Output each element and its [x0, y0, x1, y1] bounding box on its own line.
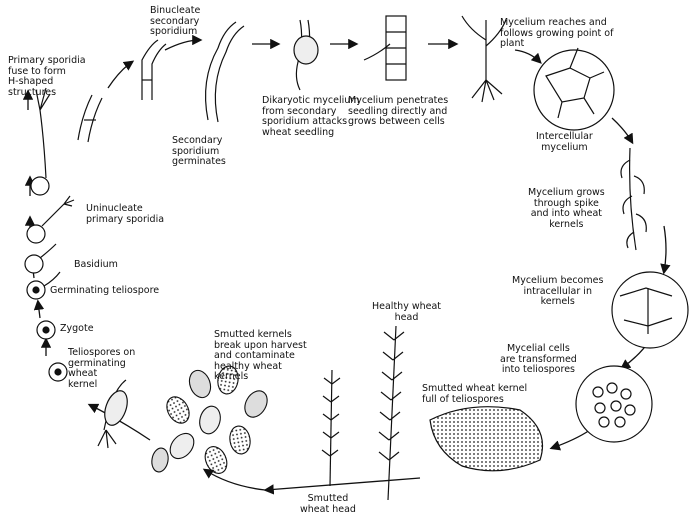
- spore-stages: [24, 87, 75, 382]
- primary-sporidia-spore: [26, 224, 46, 244]
- label-mycelium-grows: Mycelium grows through spike and into wh…: [528, 187, 605, 230]
- contaminated-kernels: [151, 365, 268, 474]
- teliospore-formation-cell: [575, 365, 653, 443]
- arrow-to-smutted-head: [263, 477, 421, 495]
- arrow-hshape-to-binucleate: [107, 60, 135, 89]
- label-binucleate-secondary-sporidium: Binucleate secondary sporidium: [150, 5, 201, 37]
- h-shaped-structures: [77, 94, 103, 143]
- label-smutted-kernel-full: Smutted wheat kernel full of teliospores: [422, 383, 528, 405]
- hshape-spore: [30, 176, 50, 196]
- label-teliospores-on-kernel: Teliospores on germinating wheat kernel: [68, 347, 136, 390]
- secondary-sporidium: [204, 21, 245, 123]
- label-mycelium-reaches: Mycelium reaches and follows growing poi…: [500, 17, 614, 49]
- dikaryotic-seedling: [293, 19, 319, 91]
- label-dikaryotic-mycelium: Dikaryotic mycelium from secondary spori…: [262, 95, 360, 138]
- basidium-spore: [24, 254, 44, 274]
- label-mycelium-intracellular: Mycelium becomes intracellular in kernel…: [512, 275, 604, 307]
- healthy-wheat-head: [378, 325, 405, 501]
- smutted-kernel: [429, 406, 544, 472]
- label-intercellular-mycelium: Intercellular mycelium: [536, 131, 593, 153]
- arrow-binucleate-to-secondary: [164, 34, 203, 51]
- intracellular-mycelium-cell: [611, 271, 689, 349]
- arrow-to-intracellular: [660, 225, 671, 275]
- wheat-seedling: [461, 15, 507, 103]
- intercellular-mycelium-cell: [533, 47, 615, 131]
- label-mycelium-penetrates: Mycelium penetrates seedling directly an…: [348, 95, 449, 127]
- penetrates-seedling: [363, 15, 407, 81]
- arrow-up-2: [33, 299, 45, 319]
- arrow-to-intercellular: [514, 49, 542, 64]
- label-mycelial-cells-transformed: Mycelial cells are transformed into teli…: [500, 343, 577, 375]
- smutted-wheat-head: [321, 369, 341, 487]
- arrow-to-mycelium-grows: [611, 117, 634, 145]
- label-healthy-wheat-head: Healthy wheat head: [372, 301, 442, 323]
- label-primary-sporidia-fuse: Primary sporidia fuse to form H-shaped s…: [8, 55, 86, 98]
- label-smutted-kernels-break: Smutted kernels break upon harvest and c…: [214, 329, 307, 382]
- label-zygote: Zygote: [60, 323, 94, 334]
- label-smutted-wheat-head: Smutted wheat head: [300, 493, 356, 515]
- label-basidium: Basidium: [74, 259, 118, 270]
- wheat-spike-mycelium: [620, 147, 647, 251]
- arrow-to-smutted-kernel: [549, 429, 591, 451]
- label-uninucleate-primary-sporidia: Uninucleate primary sporidia: [86, 203, 165, 225]
- germinating-kernel: [97, 379, 128, 449]
- arrow-to-kernels: [202, 468, 266, 491]
- label-secondary-sporidium-germinates: Secondary sporidium germinates: [172, 135, 226, 167]
- label-germinating-teliospore: Germinating teliospore: [50, 285, 160, 296]
- binucleate-sporidium: [141, 39, 167, 100]
